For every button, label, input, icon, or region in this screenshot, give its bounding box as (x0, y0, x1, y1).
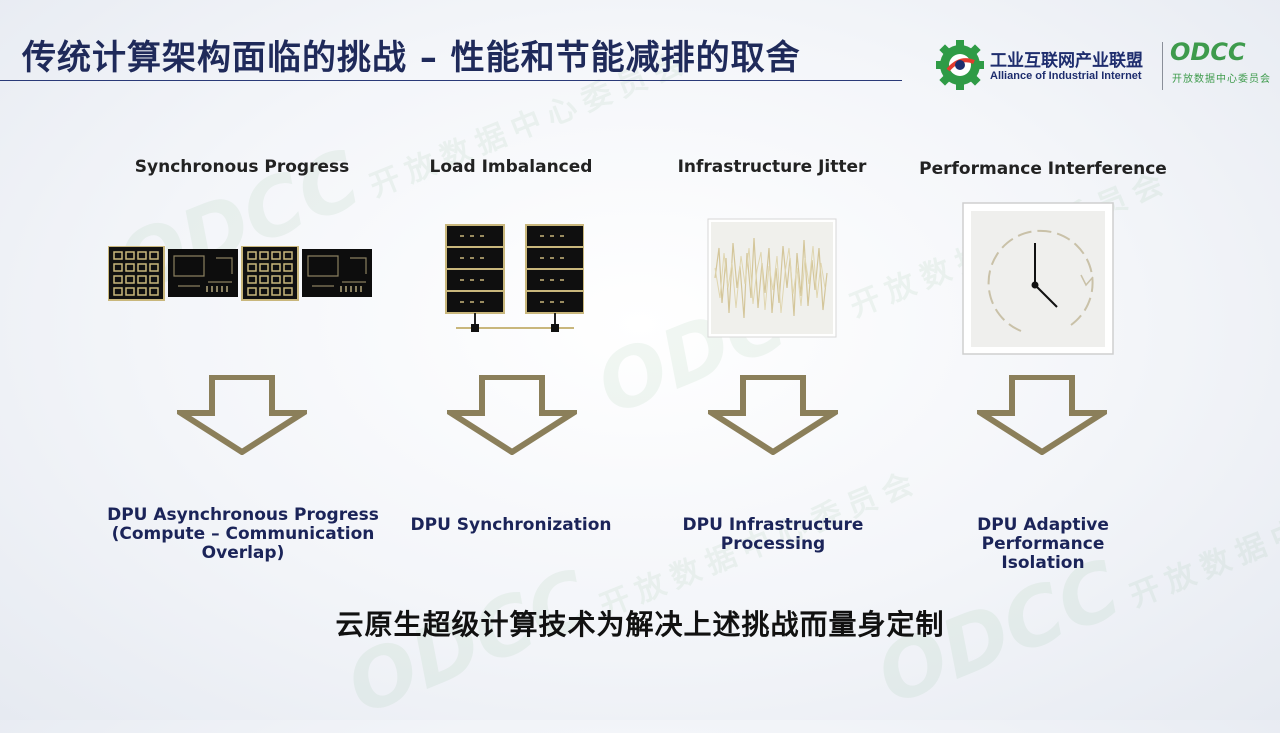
column-title-2: Load Imbalanced (381, 157, 641, 177)
result-line: Isolation (893, 554, 1193, 573)
column-result-3: DPU Infrastructure Processing (623, 516, 923, 554)
logo-divider (1162, 42, 1163, 90)
column-result-2: DPU Synchronization (361, 516, 661, 535)
result-line: Overlap) (93, 544, 393, 563)
gear-logo-icon (934, 40, 986, 90)
board-icon (302, 249, 372, 297)
aii-logo-en: Alliance of Industrial Internet (990, 70, 1142, 82)
column-title-1: Synchronous Progress (112, 157, 372, 177)
column-title-4: Performance Interference (913, 159, 1173, 179)
column-result-4: DPU Adaptive Performance Isolation (893, 516, 1193, 573)
result-line: Processing (623, 535, 923, 554)
result-line: DPU Adaptive (893, 516, 1193, 535)
result-line: DPU Infrastructure (623, 516, 923, 535)
down-arrow-icon (447, 375, 577, 455)
down-arrow-icon (708, 375, 838, 455)
aii-logo-cn: 工业互联网产业联盟 (990, 46, 1143, 71)
title-underline (0, 80, 902, 81)
result-line: DPU Asynchronous Progress (93, 506, 393, 525)
result-line: (Compute – Communication (93, 525, 393, 544)
aii-logo: 工业互联网产业联盟 Alliance of Industrial Interne… (934, 40, 1154, 90)
infrastructure-jitter-illustration (707, 218, 837, 338)
server-rack-icon (526, 225, 584, 313)
result-line: DPU Synchronization (361, 516, 661, 535)
load-imbalanced-illustration (444, 223, 584, 335)
column-result-1: DPU Asynchronous Progress (Compute – Com… (93, 506, 393, 563)
chip-icon (242, 246, 298, 300)
watermark-3: ODCC开放数据中心委员会 (335, 420, 930, 732)
result-line: Performance (893, 535, 1193, 554)
column-title-3: Infrastructure Jitter (642, 157, 902, 177)
network-link-icon (456, 313, 574, 332)
summary-statement: 云原生超级计算技术为解决上述挑战而量身定制 (0, 603, 1280, 643)
page-title: 传统计算架构面临的挑战 – 性能和节能减排的取舍 (22, 30, 801, 79)
board-icon (168, 249, 238, 297)
chip-icon (108, 246, 164, 300)
odcc-wordmark: ODCC (1170, 38, 1246, 66)
odcc-logo: ODCC 开放数据中心委员会 (1168, 38, 1276, 90)
server-rack-icon (446, 225, 504, 313)
down-arrow-icon (977, 375, 1107, 455)
odcc-subtitle: 开放数据中心委员会 (1172, 70, 1271, 85)
performance-interference-illustration (961, 201, 1115, 356)
synchronous-progress-illustration (108, 246, 374, 302)
down-arrow-icon (177, 375, 307, 455)
